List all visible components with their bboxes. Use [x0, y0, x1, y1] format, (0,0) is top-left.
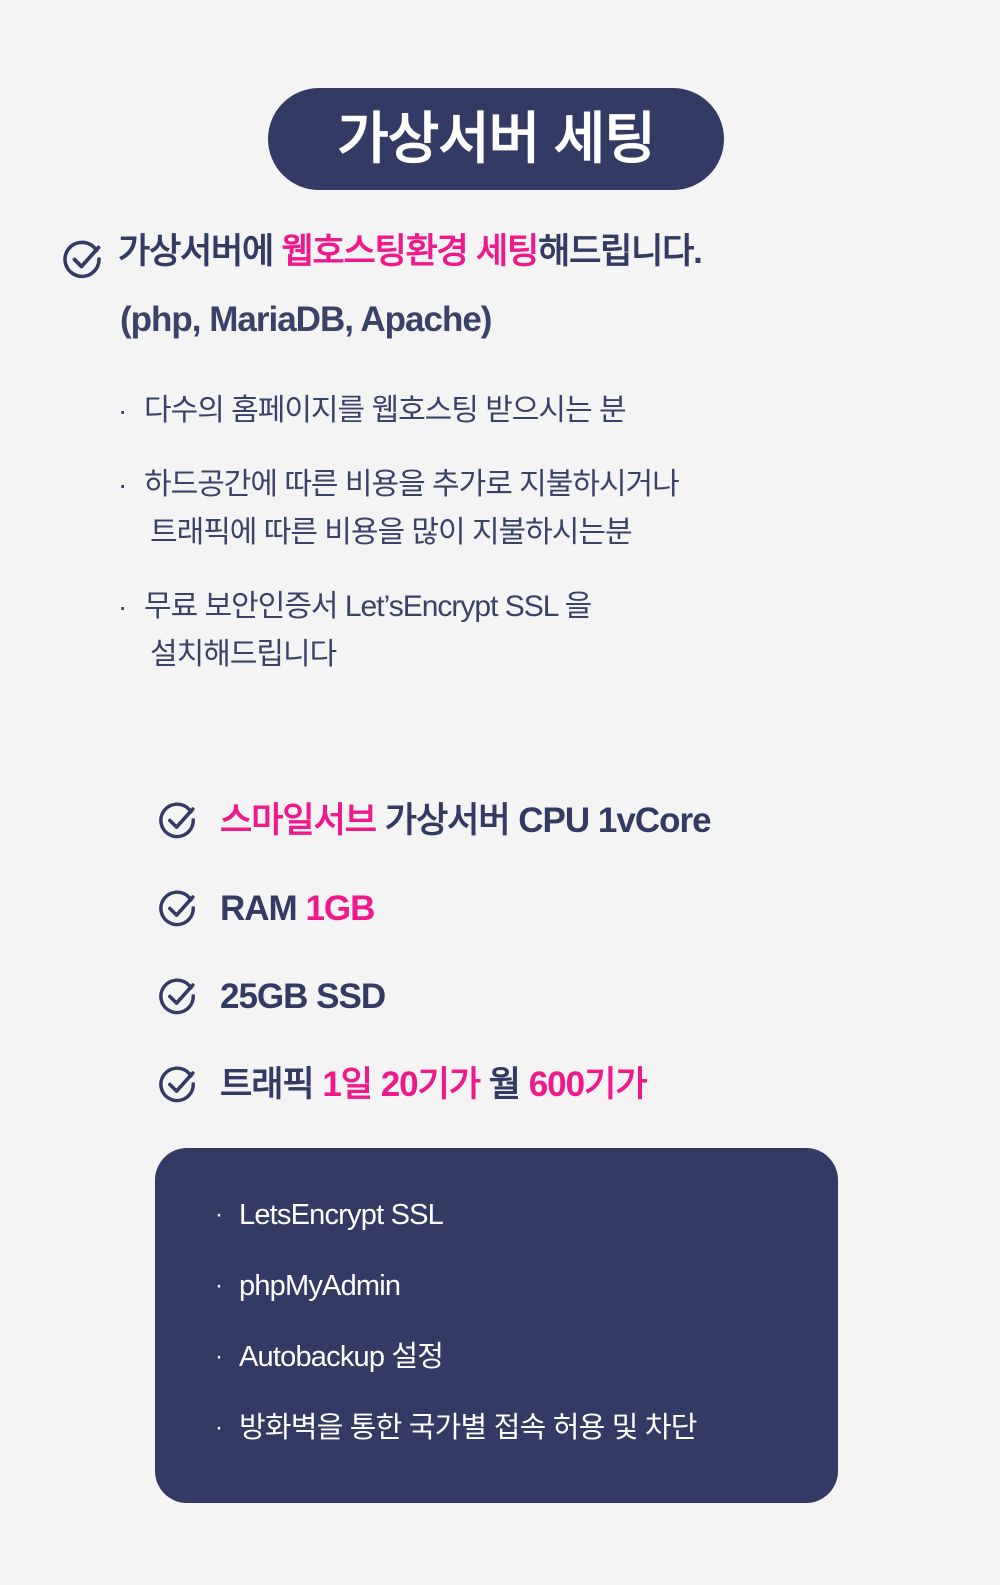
page-title: 가상서버 세팅 — [337, 107, 656, 170]
spec-segment: 1GB — [305, 888, 375, 928]
bullet-dot-icon: · — [215, 1414, 223, 1441]
spec-segment: RAM — [220, 888, 306, 928]
list-item: · 방화벽을 통한 국가별 접속 허용 및 차단 — [215, 1409, 838, 1447]
list-item: · Autobackup 설정 — [215, 1338, 838, 1376]
spec-segment: 가상서버 CPU 1vCore — [376, 800, 712, 840]
list-item: · 하드공간에 따른 비용을 추가로 지불하시거나 트래픽에 따른 비용을 많이… — [118, 466, 978, 552]
audience-item-text: 하드공간에 따른 비용을 추가로 지불하시거나 트래픽에 따른 비용을 많이 지… — [144, 466, 680, 552]
list-item: · 무료 보안인증서 Let’sEncrypt SSL 을 설치해드립니다 — [118, 588, 978, 674]
list-item: · 다수의 홈페이지를 웹호스팅 받으시는 분 — [118, 392, 978, 430]
bullet-dot-icon: · — [118, 591, 128, 622]
included-features-card: · LetsEncrypt SSL · phpMyAdmin · Autobac… — [155, 1148, 838, 1503]
spec-segment: 월 — [480, 1064, 529, 1104]
spec-label-cpu: 스마일서브 가상서버 CPU 1vCore — [220, 800, 712, 840]
audience-list: · 다수의 홈페이지를 웹호스팅 받으시는 분 · 하드공간에 따른 비용을 추… — [118, 392, 978, 674]
spec-segment: 스마일서브 — [220, 800, 377, 840]
spec-label-storage: 25GB SSD — [220, 976, 386, 1016]
spec-label-ram: RAM 1GB — [220, 888, 375, 928]
audience-item-line-2: 트래픽에 따른 비용을 많이 지불하시는분 — [150, 516, 633, 549]
audience-item-text: 무료 보안인증서 Let’sEncrypt SSL 을 설치해드립니다 — [144, 588, 592, 674]
spec-list: 스마일서브 가상서버 CPU 1vCore RAM 1GB 25GB SSD — [158, 795, 978, 1109]
spec-label-traffic: 트래픽 1일 20기가 월 600기가 — [220, 1064, 648, 1104]
card-item-label: phpMyAdmin — [239, 1270, 401, 1302]
bullet-dot-icon: · — [215, 1201, 223, 1228]
audience-item-line-2: 설치해드립니다 — [150, 638, 337, 671]
list-item: · phpMyAdmin — [215, 1267, 838, 1305]
bullet-dot-icon: · — [215, 1343, 223, 1370]
audience-item-text: 다수의 홈페이지를 웹호스팅 받으시는 분 — [144, 392, 627, 430]
heading-block: 가상서버에 웹호스팅환경 세팅해드립니다. (php, MariaDB, Apa… — [62, 234, 942, 337]
heading-line-2: (php, MariaDB, Apache) — [120, 300, 492, 339]
audience-item-line-1: 하드공간에 따른 비용을 추가로 지불하시거나 — [144, 468, 680, 501]
heading-line-1: 가상서버에 웹호스팅환경 세팅해드립니다. — [118, 232, 703, 271]
spec-row-storage: 25GB SSD — [158, 971, 978, 1021]
check-circle-icon — [158, 800, 198, 840]
heading-text-pre: 가상서버에 — [118, 232, 282, 271]
check-circle-icon — [158, 888, 198, 928]
heading-text-post: 해드립니다. — [538, 232, 703, 271]
header-title-pill: 가상서버 세팅 — [268, 88, 724, 190]
spec-row-traffic: 트래픽 1일 20기가 월 600기가 — [158, 1059, 978, 1109]
check-circle-icon — [158, 1064, 198, 1104]
check-circle-icon — [62, 238, 104, 280]
spec-row-cpu: 스마일서브 가상서버 CPU 1vCore — [158, 795, 978, 845]
spec-segment: 1일 20기가 — [322, 1064, 481, 1104]
check-circle-icon — [158, 976, 198, 1016]
audience-item-line-1: 무료 보안인증서 Let’sEncrypt SSL 을 — [144, 590, 592, 623]
list-item: · LetsEncrypt SSL — [215, 1196, 838, 1234]
bullet-dot-icon: · — [118, 469, 128, 500]
bullet-dot-icon: · — [118, 395, 128, 426]
card-item-label: Autobackup 설정 — [239, 1341, 444, 1373]
spec-row-ram: RAM 1GB — [158, 883, 978, 933]
audience-item-line-1: 다수의 홈페이지를 웹호스팅 받으시는 분 — [144, 394, 627, 427]
spec-segment: 600기가 — [528, 1064, 648, 1104]
heading-row: 가상서버에 웹호스팅환경 세팅해드립니다. — [62, 234, 942, 280]
spec-segment: 트래픽 — [220, 1064, 323, 1104]
card-item-label: LetsEncrypt SSL — [239, 1199, 444, 1231]
spec-segment: 25GB SSD — [220, 976, 386, 1016]
card-item-label: 방화벽을 통한 국가별 접속 허용 및 차단 — [239, 1412, 697, 1444]
bullet-dot-icon: · — [215, 1272, 223, 1299]
heading-text-highlight: 웹호스팅환경 세팅 — [281, 232, 540, 271]
